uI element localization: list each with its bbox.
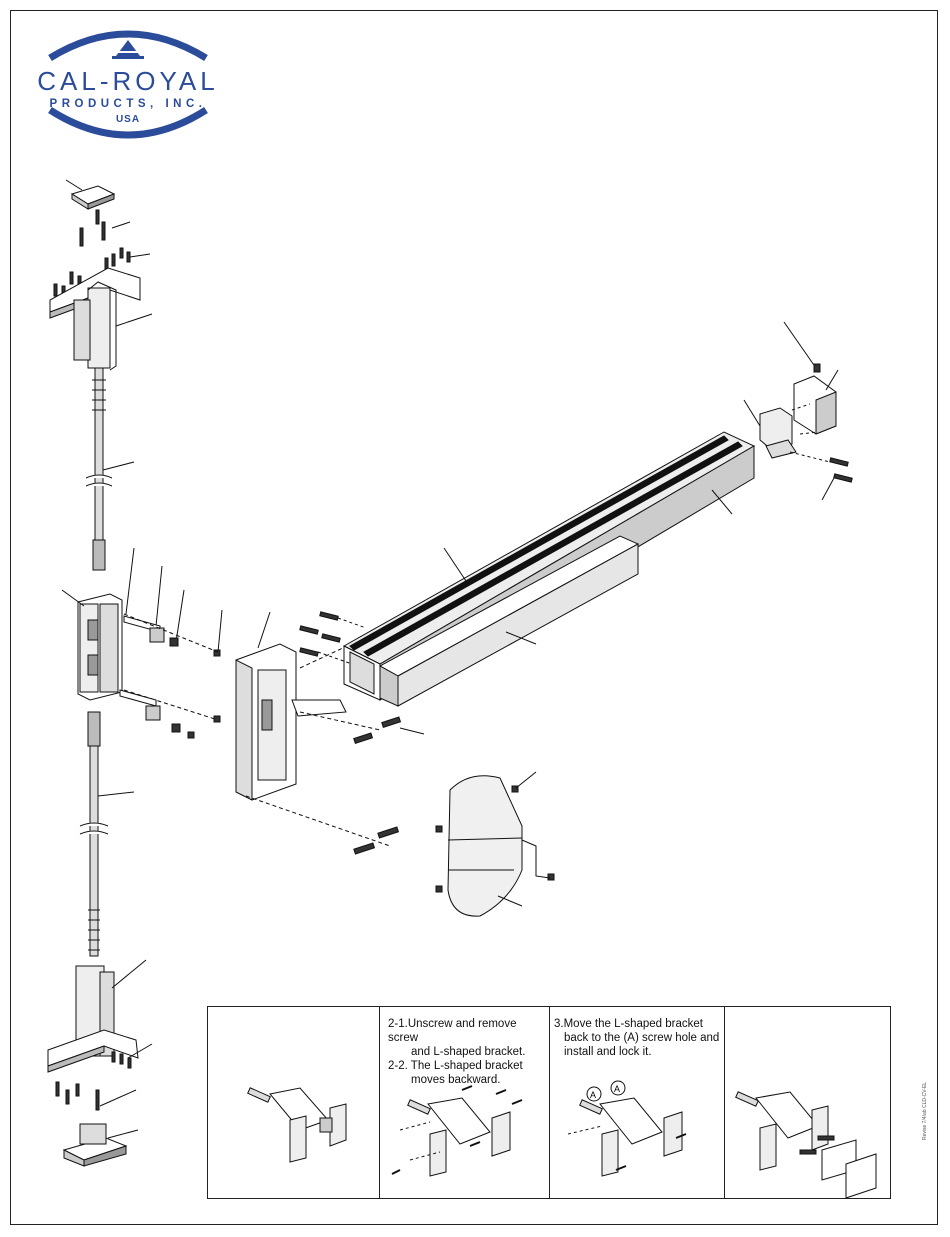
bottom-latch-housing [48,960,146,1072]
center-case [62,548,222,738]
step-3-line: 3.Move the L-shaped bracket [554,1017,719,1031]
step-2-line: 2-2. The L-shaped bracket [388,1059,549,1073]
step-panel-2: 2-1.Unscrew and remove screw and L-shape… [379,1007,549,1198]
top-vertical-rod [86,368,134,570]
top-latch-housing [50,268,152,370]
bar-screws [300,612,340,656]
step-3-line: install and lock it. [554,1045,719,1059]
installation-steps-table: 2-1.Unscrew and remove screw and L-shape… [207,1006,891,1199]
step-2-line: and L-shaped bracket. [388,1045,549,1059]
part-number: Revise 7/4/ab CLD-CV-EL [922,1082,928,1140]
step-panel-1 [208,1007,379,1198]
step-2-text: 2-1.Unscrew and remove screw and L-shape… [388,1017,549,1087]
step-3-text: 3.Move the L-shaped bracket back to the … [554,1017,719,1059]
step-3-line: back to the (A) screw hole and [554,1031,719,1045]
bottom-strike [64,1124,138,1166]
step-panel-3: 3.Move the L-shaped bracket back to the … [549,1007,724,1198]
step-2-line: moves backward. [388,1073,549,1087]
end-cover [436,772,554,916]
step-2-line: 2-1.Unscrew and remove screw [388,1017,549,1045]
step-panel-4 [724,1007,890,1198]
bottom-vertical-rod [80,712,134,956]
top-strike-plate [66,180,114,209]
end-cap [744,322,852,500]
